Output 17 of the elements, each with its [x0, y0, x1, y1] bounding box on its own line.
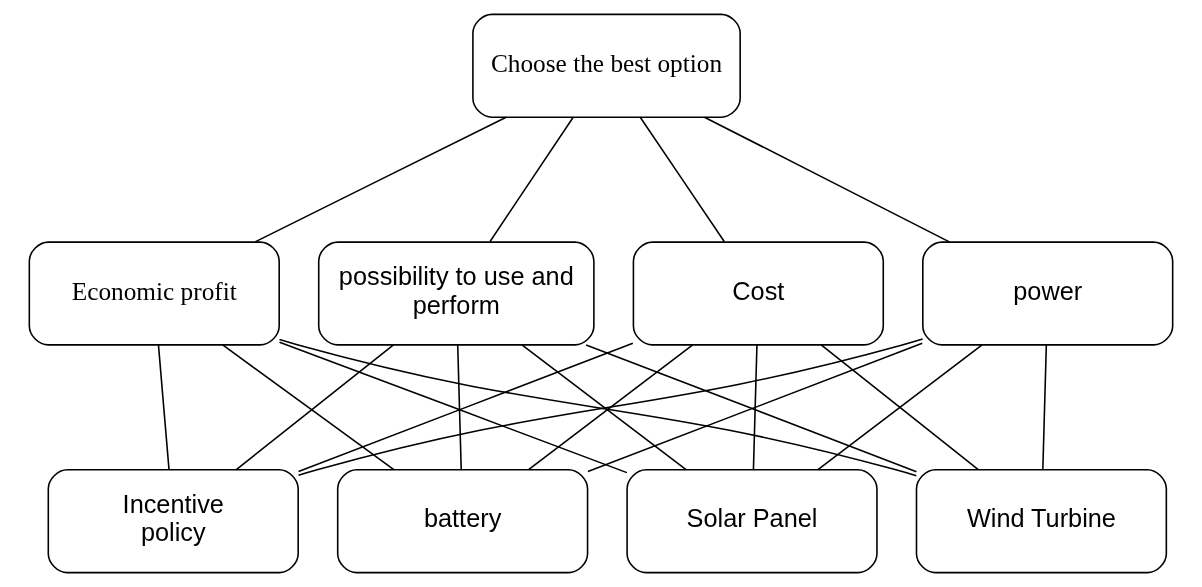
node-box: Wind Turbine [915, 469, 1168, 574]
connector [1042, 344, 1048, 470]
node-box: Incentive policy [47, 469, 299, 574]
connector [456, 344, 462, 470]
node-box: Cost [632, 241, 885, 346]
node-box: Economic profit [28, 241, 280, 346]
node-box: Choose the best option [472, 13, 741, 118]
connector [254, 116, 507, 243]
connector [703, 116, 951, 243]
connector [639, 116, 725, 243]
node-box: Solar Panel [626, 469, 878, 574]
node-box: battery [336, 469, 589, 574]
node-box: power [922, 241, 1174, 346]
node-box: possibility to use and perform [317, 241, 595, 346]
connector [752, 344, 758, 470]
connector [157, 344, 170, 470]
connector [489, 116, 574, 243]
